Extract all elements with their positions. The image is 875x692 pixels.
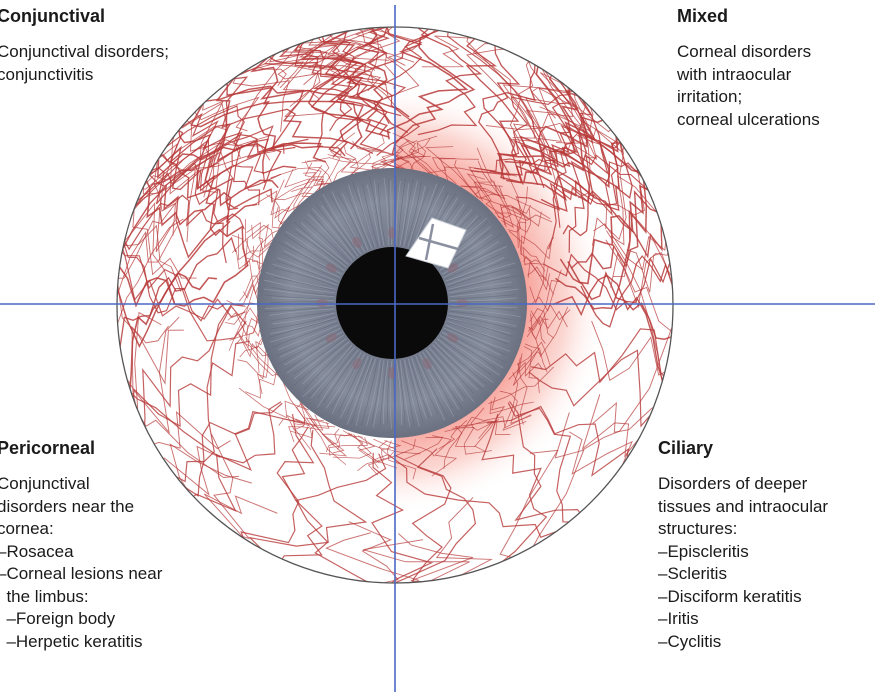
iris-crypt [456,299,468,307]
mixed-title: Mixed [677,6,820,27]
pericorneal-line: –Corneal lesions near [0,563,162,586]
pericorneal-line: cornea: [0,518,162,541]
ciliary-line: –Disciform keratitis [658,586,828,609]
pericorneal-line: –Foreign body [0,608,162,631]
ciliary-line: –Scleritis [658,563,828,586]
iris-crypt [316,299,328,307]
conjunctival-title: Conjunctival [0,6,169,27]
conjunctival-label: Conjunctival Conjunctival disorders; con… [0,6,169,86]
ciliary-line: –Iritis [658,608,828,631]
pericorneal-line: –Herpetic keratitis [0,631,162,654]
ciliary-line: –Cyclitis [658,631,828,654]
mixed-line: with intraocular [677,64,820,87]
ciliary-line: tissues and intraocular [658,496,828,519]
ciliary-line: structures: [658,518,828,541]
pupil [336,247,448,359]
mixed-line: corneal ulcerations [677,109,820,132]
mixed-line: irritation; [677,86,820,109]
mixed-label: Mixed Corneal disorders with intraocular… [677,6,820,131]
ciliary-line: –Episcleritis [658,541,828,564]
ciliary-label: Ciliary Disorders of deeper tissues and … [658,438,828,653]
pericorneal-line: –Rosacea [0,541,162,564]
ciliary-line: Disorders of deeper [658,473,828,496]
pericorneal-label: Pericorneal Conjunctival disorders near … [0,438,162,653]
pericorneal-line: Conjunctival [0,473,162,496]
conjunctival-line: conjunctivitis [0,64,169,87]
ciliary-title: Ciliary [658,438,828,459]
pericorneal-line: the limbus: [0,586,162,609]
pericorneal-line: disorders near the [0,496,162,519]
conjunctival-line: Conjunctival disorders; [0,41,169,64]
pericorneal-title: Pericorneal [0,438,162,459]
mixed-line: Corneal disorders [677,41,820,64]
